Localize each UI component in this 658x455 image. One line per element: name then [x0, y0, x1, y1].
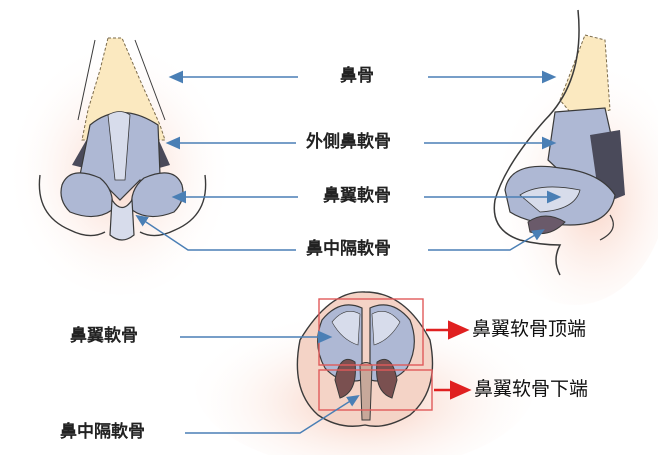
label-septal-cartilage-bottom: 鼻中隔軟骨	[60, 422, 145, 442]
label-alar-tip-upper: 鼻翼软骨顶端	[472, 318, 587, 340]
front-bridge-right	[134, 39, 166, 121]
bottom-septal-cartilage	[359, 362, 373, 421]
front-view-nose	[5, 25, 235, 295]
red-arrows	[426, 320, 472, 400]
front-bridge-left	[77, 39, 96, 121]
side-view-nose	[480, 9, 658, 305]
bottom-alar-highlight-right	[371, 311, 401, 346]
bottom-alar-highlight-left	[331, 311, 361, 346]
label-alar-tip-lower: 鼻翼软骨下端	[474, 378, 589, 400]
bottom-nostril-left	[334, 358, 356, 399]
front-skin-outline-right	[139, 174, 207, 237]
side-ala-outline	[599, 214, 614, 241]
arrow-septal-left	[135, 214, 296, 251]
front-septal-cartilage	[109, 198, 135, 241]
label-septal-cartilage-top: 鼻中隔軟骨	[306, 239, 391, 259]
arrow-bottom-septal	[185, 394, 360, 434]
side-nasal-bone	[559, 34, 611, 119]
bottom-view-nose	[195, 291, 535, 455]
front-septum-highlight	[107, 111, 131, 181]
front-skin-outline-left	[38, 174, 106, 237]
front-nasal-bone	[81, 37, 166, 141]
leader-lines	[135, 70, 562, 434]
label-alar-cartilage-top: 鼻翼軟骨	[323, 186, 391, 206]
label-upper-lateral-cartilage: 外側鼻軟骨	[306, 132, 391, 152]
label-alar-cartilage-bottom: 鼻翼軟骨	[70, 326, 138, 346]
arrow-septal-right	[428, 229, 545, 251]
side-profile-outline	[493, 9, 580, 276]
label-nasal-bone: 鼻骨	[340, 66, 374, 86]
bottom-nostril-right	[376, 358, 398, 399]
alar-tip-lower-box	[318, 369, 433, 411]
